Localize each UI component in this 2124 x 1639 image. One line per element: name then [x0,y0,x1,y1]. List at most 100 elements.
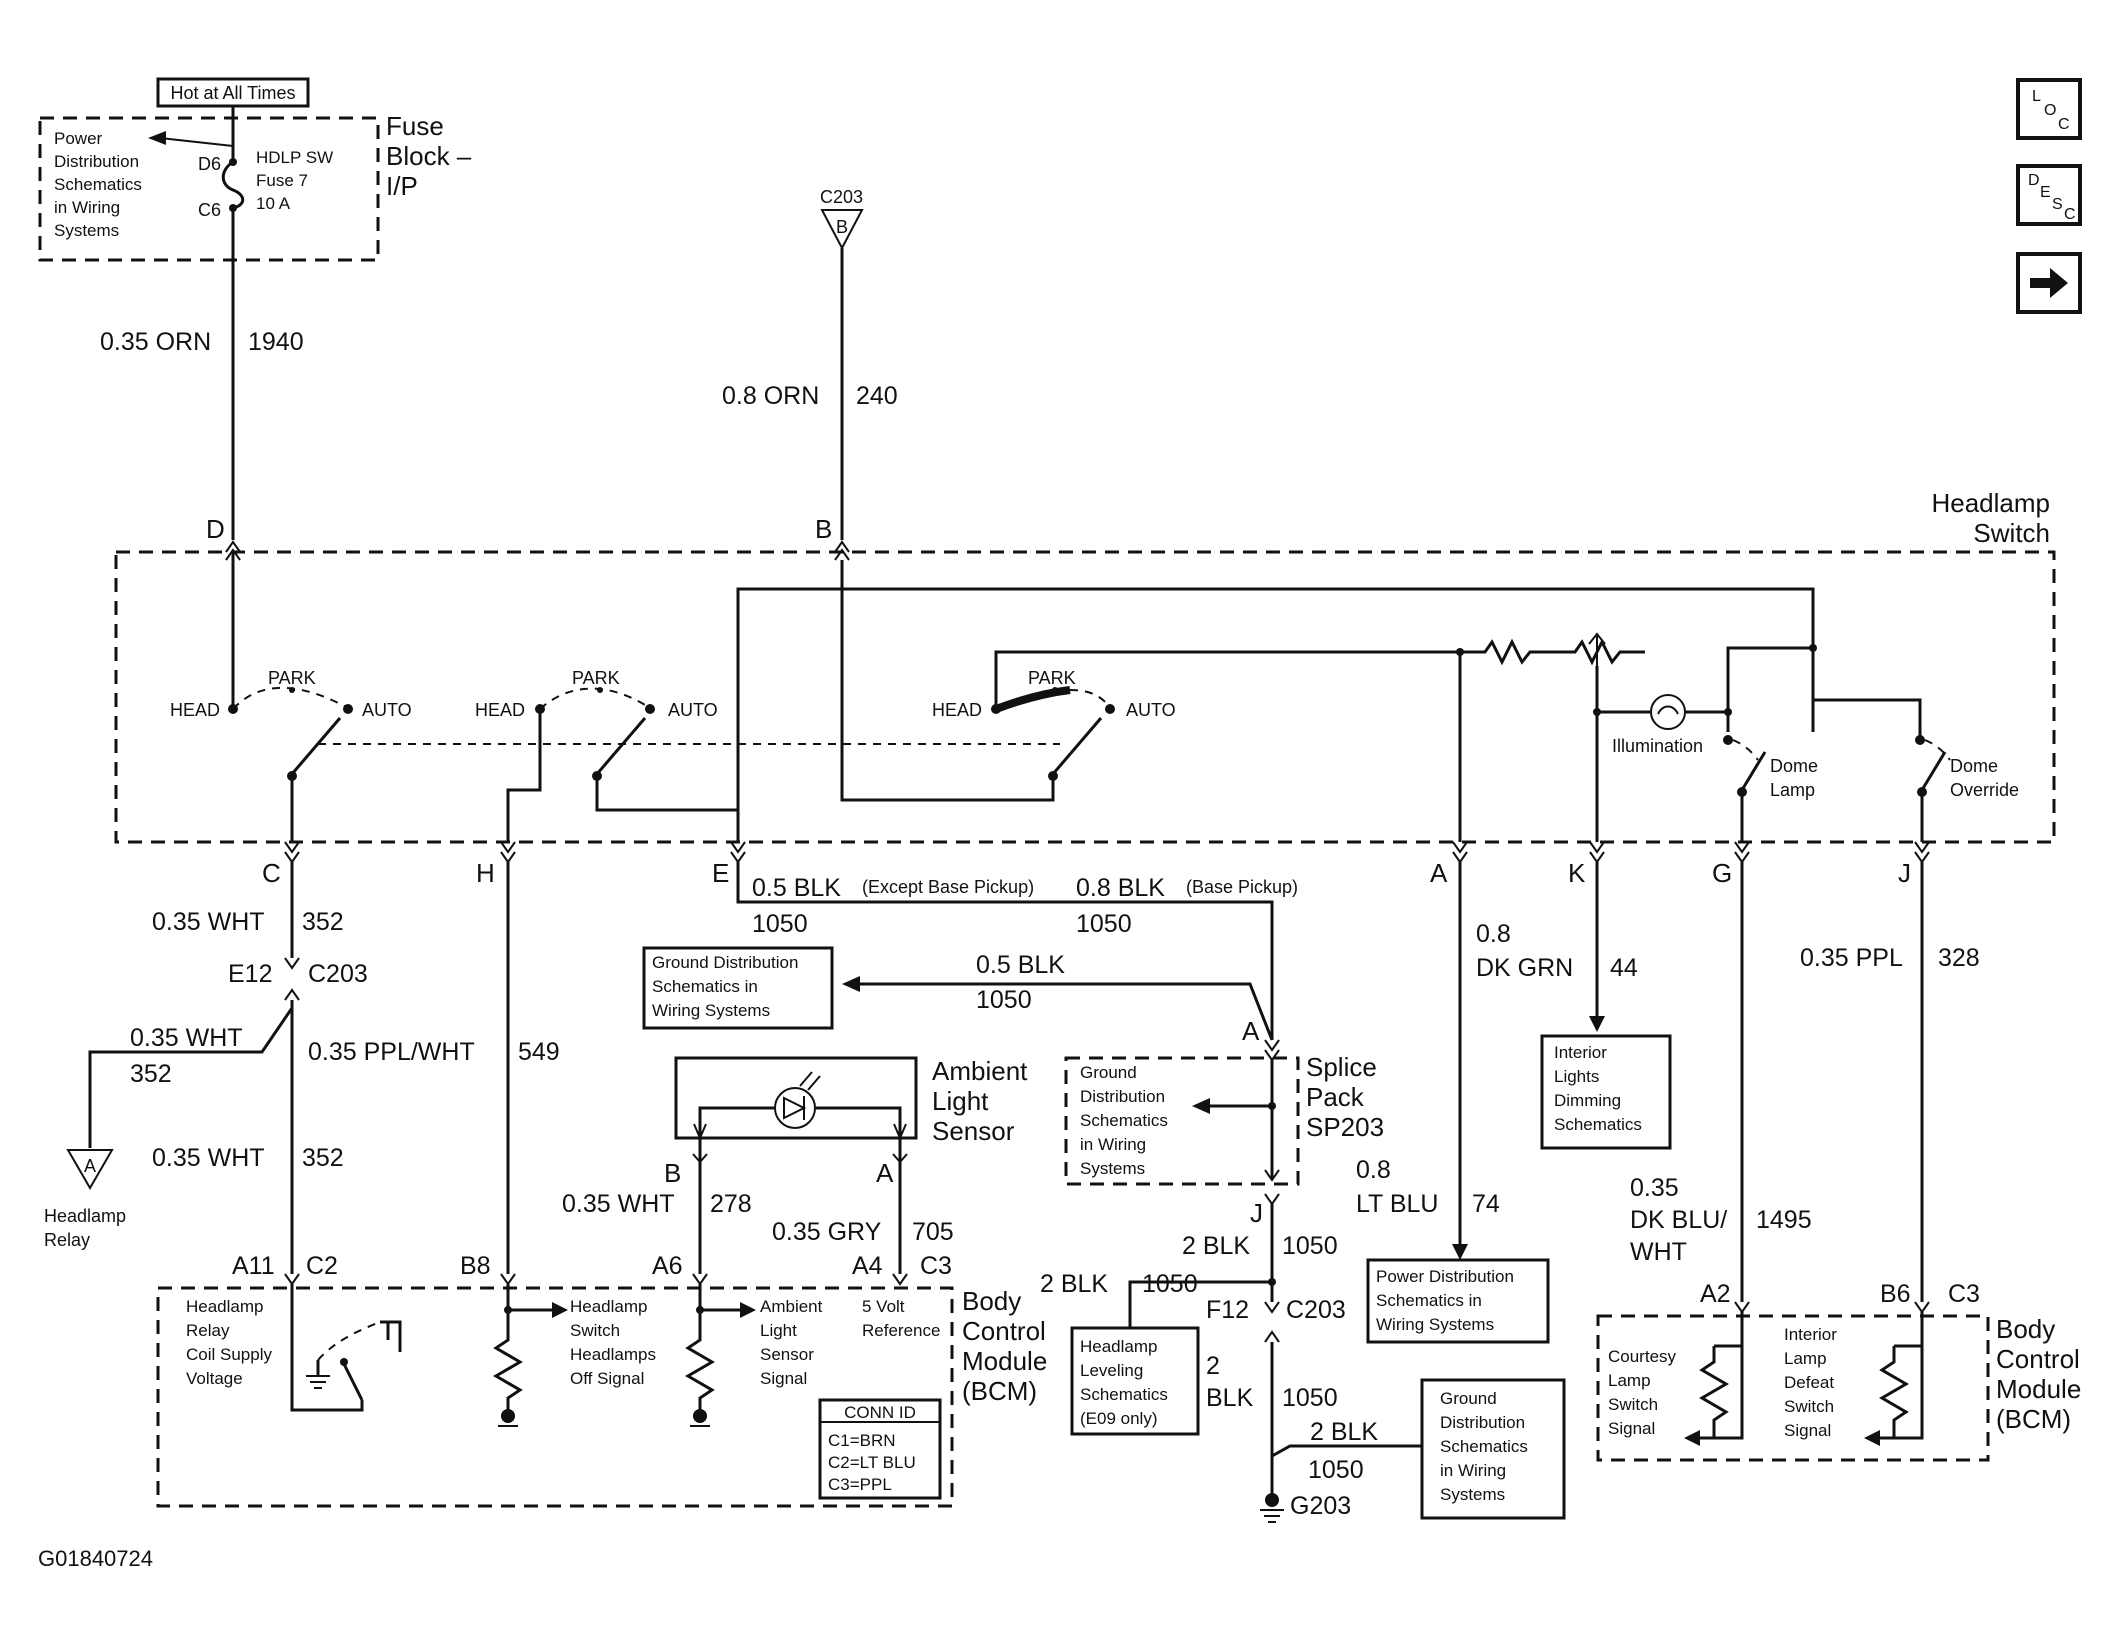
right-arrow-icon [2030,268,2068,298]
splice-pin-a: A [1242,1016,1260,1046]
bcm-signal-label: Lamp [1784,1349,1827,1368]
wire-circuit-label: 1050 [976,986,1032,1014]
illumination-label: Illumination [1612,736,1703,756]
bcm-signal-label: Signal [1608,1419,1655,1438]
power-distribution-ref[interactable] [1366,1258,1550,1344]
wire-circuit-label: 1050 [1076,910,1132,938]
ref-text: Distribution [1440,1413,1525,1432]
wire-gauge-label: 0.5 BLK [752,874,841,902]
fuse-name: Fuse 7 [256,171,308,190]
connector-c203-triangle [820,209,864,251]
ref-text: Schematics in [652,977,758,996]
resistor-icon [493,1284,523,1410]
fuse-icon [221,160,245,210]
ref-text: Ground [1080,1063,1137,1082]
pin-h-label: H [476,858,495,888]
ambient-sensor-box [674,1056,918,1140]
bcm-signal-label: Courtesy [1608,1347,1677,1366]
bcm-title: Control [962,1316,1046,1346]
connector-chevron-icon [225,540,241,561]
wire-circuit-label: 549 [518,1038,560,1066]
bcm-signal-label: Lamp [1608,1371,1651,1390]
bcm-pin-label: C2 [306,1252,338,1280]
wire-circuit-label: 240 [856,382,898,410]
wire-circuit-label: 352 [130,1060,172,1088]
resistor-icon [685,1284,715,1410]
splice-pin-j: J [1250,1198,1263,1228]
wire-gauge-label: 0.35 PPL [1800,944,1903,972]
wire-gauge-label: 0.35 [1630,1174,1679,1202]
ground-distribution-ref-1[interactable] [642,946,834,1030]
desc-letter: D [2028,172,2040,189]
loc-letter: O [2044,102,2057,119]
connector-c203-label: C203 [308,960,368,988]
pin-d-label: D [206,514,225,544]
ref-text: Interior [1554,1043,1607,1062]
conn-id-table [818,1398,942,1500]
wire-circuit-label: 352 [302,1144,344,1172]
ref-text: in Wiring [1440,1461,1506,1480]
switch-contact [290,717,342,775]
splice-pack-title: SP203 [1306,1112,1384,1142]
park-position-label: PARK [1028,668,1076,688]
bcm-signal-label: Relay [186,1321,230,1340]
ambient-sensor-title: Light [932,1086,989,1116]
ground-distribution-ref-2[interactable] [1420,1378,1566,1520]
fuse-ref-line: Distribution [54,152,139,171]
pin-b-label: B [815,514,832,544]
splice-pack-title: Pack [1306,1082,1365,1112]
bcm-pin-label: A11 [232,1252,275,1280]
bcm-signal-label: Light [760,1321,797,1340]
wire-gauge-label: 0.8 [1356,1156,1391,1184]
next-page-button[interactable] [2016,252,2082,314]
wire-gauge-label: 0.35 GRY [772,1218,882,1246]
ref-text: Ground Distribution [652,953,798,972]
fuse-block: Hot at All Times Power Distribution Sche… [38,77,472,262]
fuse-ref-line: Power [54,129,103,148]
location-button[interactable]: L O C [2016,78,2082,140]
arrow-right-icon [740,1302,756,1318]
ref-text: Lights [1554,1067,1599,1086]
pin-e-label: E [712,858,729,888]
wire-circuit-label: 1050 [1142,1270,1198,1298]
connector-chevron-icon [1264,1301,1280,1343]
bcm-signal-label: Coil Supply [186,1345,272,1364]
wire-gauge-label: LT BLU [1356,1190,1438,1218]
bcm-title: Module [962,1346,1047,1376]
headlamp-switch-outline [114,550,2056,844]
fuse-pin-label: C6 [198,200,221,220]
head-position-label: HEAD [170,700,220,720]
fuse-pin-label: D6 [198,154,221,174]
auto-position-label: AUTO [1126,700,1176,720]
conn-id-row: C1=BRN [828,1431,896,1450]
interior-lights-ref[interactable] [1540,1034,1672,1150]
wire-g203 [1271,1444,1410,1458]
pin-g-label: G [1712,858,1732,888]
relay-label: Relay [44,1230,90,1250]
wire-gauge-label: BLK [1206,1384,1254,1412]
bcm-signal-label: Headlamps [570,1345,656,1364]
sensor-pin-b: B [664,1158,681,1188]
bcm-signal-label: Headlamp [186,1297,264,1316]
wire-circuit-label: 278 [710,1190,752,1218]
pin-a-label: A [1430,858,1448,888]
wire-352-branch [88,1007,294,1148]
ref-text: Ground [1440,1389,1497,1408]
bcm-title: Module [1996,1374,2081,1404]
wire-ground-1050 [858,982,1274,1041]
ground-icon [693,1409,707,1423]
bcm-signal-label: Switch [1608,1395,1658,1414]
bcm-title: Control [1996,1344,2080,1374]
headlamp-leveling-ref[interactable] [1070,1326,1200,1436]
wire-gauge-label: 0.35 WHT [152,1144,265,1172]
headlamp-switch: Headlamp Switch D B HEAD PARK AUTO HEAD … [114,488,2056,888]
description-button[interactable]: D E S C [2016,164,2082,226]
auto-position-label: AUTO [362,700,412,720]
photodiode-icon [774,1087,816,1129]
wire-circuit-label: 1495 [1756,1206,1812,1234]
splice-pack-title: Splice [1306,1052,1377,1082]
bcm-pin-label: C3 [920,1252,952,1280]
arrow-left-icon [842,976,860,992]
connector-chevron-icon [834,540,850,561]
wire-circuit-label: 1050 [1282,1232,1338,1260]
